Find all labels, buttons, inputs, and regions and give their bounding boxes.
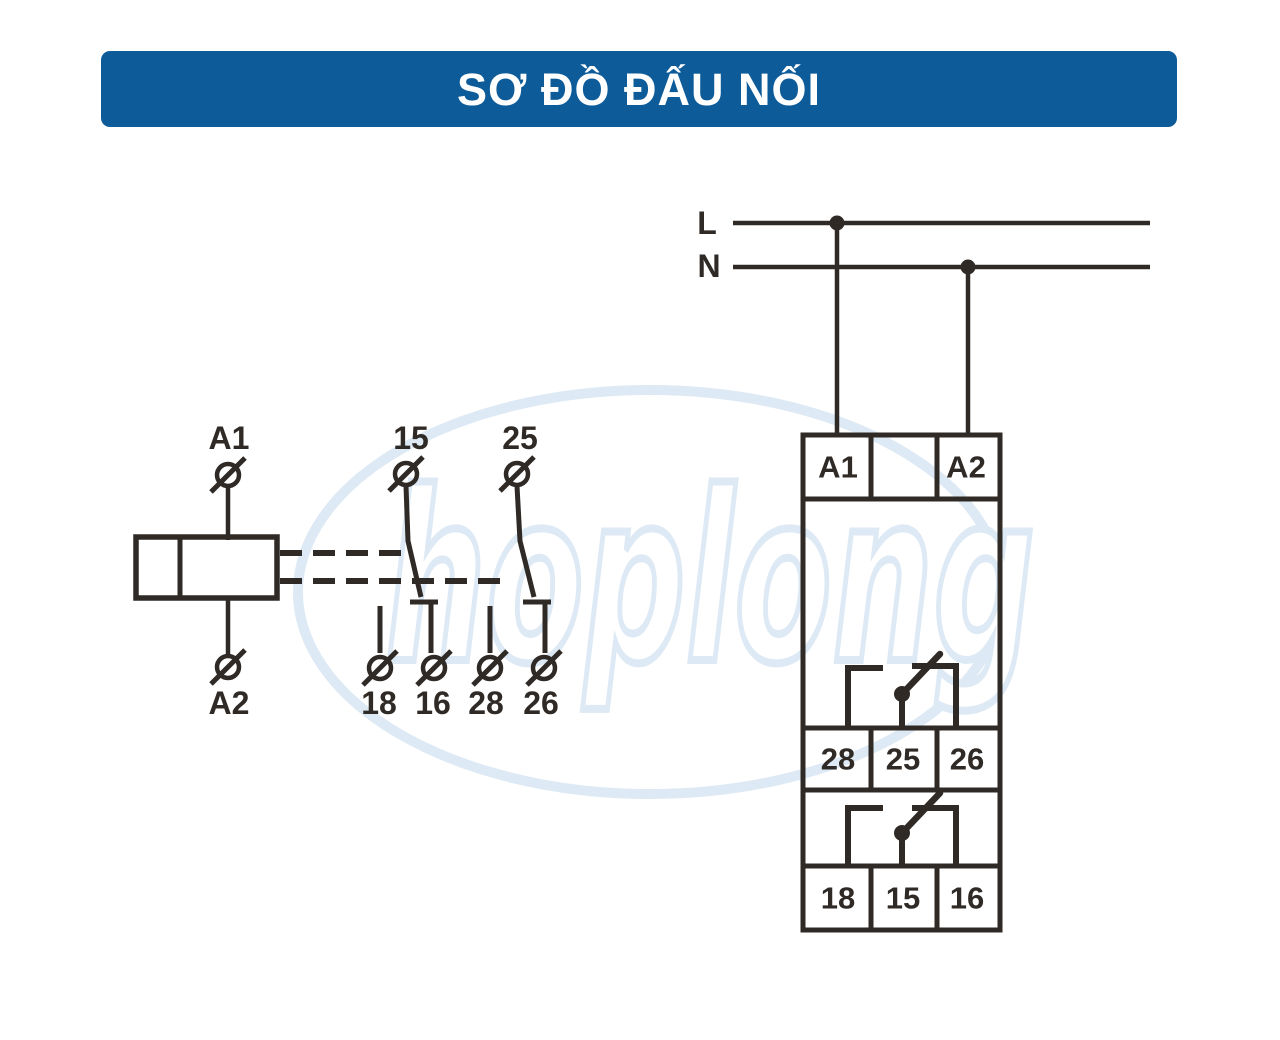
label-contact-15: 15 [393, 420, 429, 456]
label-terminal-18: 18 [361, 685, 397, 721]
watermark-text: hoplong [385, 443, 1035, 716]
junction-dot-phase [829, 215, 845, 231]
device-terminal-18: 18 [820, 880, 856, 916]
wiring-schematic [733, 215, 1150, 933]
terminal-screw-icon-a2 [209, 648, 247, 686]
page-title: SƠ ĐỒ ĐẤU NỐI [457, 63, 821, 115]
label-terminal-26: 26 [523, 685, 559, 721]
relay-contact-symbol-upper [845, 650, 959, 728]
contact-blade-25 [514, 485, 537, 598]
device-terminal-28: 28 [820, 741, 856, 777]
device-terminal-a2: A2 [946, 449, 986, 485]
relay-device-outline [800, 432, 1003, 933]
terminal-screw-icon-25 [498, 455, 536, 493]
device-terminal-15: 15 [885, 880, 921, 916]
coil-contact-schematic [133, 455, 563, 687]
terminal-screw-icon-a1 [209, 456, 247, 494]
changeover-contact-15 [361, 455, 453, 687]
device-terminal-26: 26 [949, 741, 985, 777]
label-terminal-28: 28 [468, 685, 504, 721]
device-terminal-a1: A1 [818, 449, 858, 485]
label-coil-a2: A2 [208, 685, 250, 721]
label-phase-l: L [697, 205, 717, 241]
device-terminal-16: 16 [949, 880, 985, 916]
terminal-screw-icon-26 [525, 649, 563, 687]
device-terminal-25: 25 [885, 741, 921, 777]
label-contact-25: 25 [502, 420, 538, 456]
title-bar: SƠ ĐỒ ĐẤU NỐI [101, 51, 1177, 127]
coil-symbol [133, 534, 280, 601]
terminal-screw-icon-18 [361, 649, 399, 687]
changeover-contact-25 [471, 455, 563, 687]
label-terminal-16: 16 [415, 685, 451, 721]
label-coil-a1: A1 [208, 420, 250, 456]
label-neutral-n: N [697, 248, 721, 284]
relay-contact-symbol-lower [845, 789, 959, 866]
terminal-screw-icon-28 [471, 649, 509, 687]
junction-dot-neutral [960, 259, 976, 275]
terminal-screw-icon-16 [415, 649, 453, 687]
terminal-screw-icon-15 [387, 455, 425, 493]
contact-blade-15 [403, 485, 424, 598]
